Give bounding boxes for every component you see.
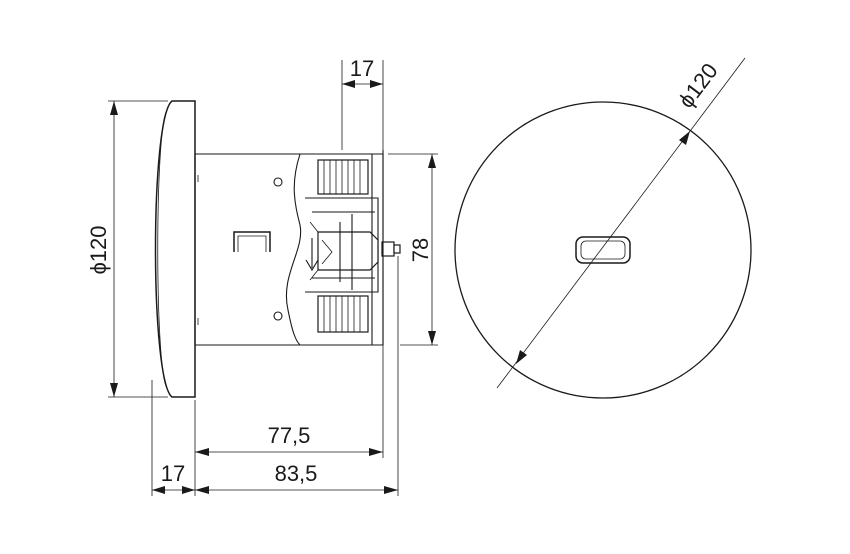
front-diameter-label: ϕ120 (673, 58, 722, 112)
depth-label: 78 (408, 238, 433, 262)
bottom-thread-block (317, 295, 369, 333)
clip-bracket (233, 231, 271, 252)
dim-line-front-diameter (496, 57, 746, 389)
flange-outline (154, 100, 196, 398)
side-diameter-label: ϕ120 (86, 225, 111, 274)
front-circle (454, 101, 752, 399)
front-view: ϕ120 (454, 57, 752, 399)
section-cut-line (285, 153, 302, 346)
lever-arrow (305, 238, 319, 272)
side-view: ϕ120 78 17 77,5 83,5 17 (86, 56, 438, 496)
flange-inner-curve (157, 111, 167, 387)
top-width-label: 17 (350, 56, 374, 81)
top-thread-block (317, 159, 369, 195)
shaft-tip (381, 241, 395, 257)
body-length-label: 77,5 (268, 423, 311, 448)
screw-hole-bottom (273, 311, 283, 321)
front-slot (575, 236, 631, 264)
shaft-body (317, 231, 379, 271)
screw-hole-top (273, 177, 283, 187)
total-length-label: 83,5 (275, 461, 318, 486)
flange-label: 17 (161, 461, 185, 486)
